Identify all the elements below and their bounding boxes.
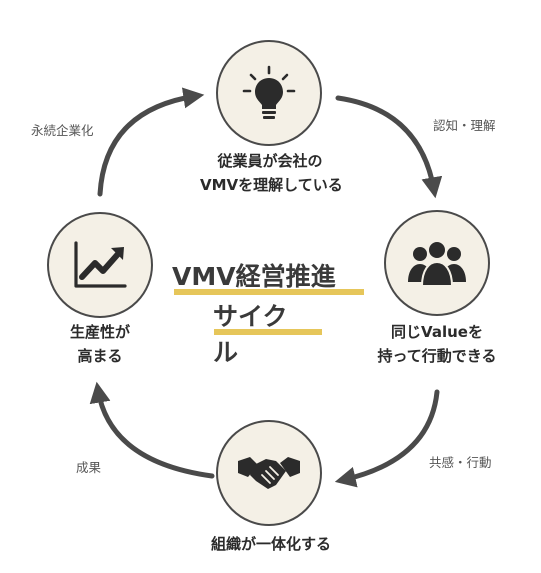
node-top-label-line-2: VMVを理解している: [200, 176, 343, 194]
node-left: [47, 212, 153, 318]
center-title-line-2: サイク: [213, 302, 288, 331]
center-title-line-3: ル: [213, 338, 239, 367]
lightbulb-icon: [242, 65, 296, 119]
node-bottom-label: 組織が一体化する: [186, 532, 356, 556]
center-title-line-1: VMV経営推進: [172, 262, 336, 291]
node-top-label-line-1: 従業員が会社の: [217, 152, 323, 170]
edge-label-right-bottom: 共感・行動: [429, 455, 492, 470]
node-right: [384, 210, 490, 316]
node-right-label: 同じValueを 持って行動できる: [355, 320, 519, 368]
handshake-icon: [238, 457, 300, 489]
node-top-label: 従業員が会社の VMVを理解している: [200, 149, 343, 197]
trend-chart-icon: [74, 241, 127, 288]
arrow-top-to-right: [335, 95, 443, 199]
node-bottom-label-line-1: 組織が一体化する: [210, 535, 331, 553]
node-left-label-line-1: 生産性が: [69, 323, 130, 341]
arrow-left-to-top: [97, 87, 205, 197]
arrow-bottom-to-left: [89, 381, 215, 479]
edge-label-top-right: 認知・理解: [433, 118, 496, 133]
node-left-label: 生産性が 高まる: [40, 320, 160, 368]
node-top: [216, 40, 322, 146]
node-bottom: [216, 420, 322, 526]
edge-label-left-top: 永続企業化: [31, 123, 94, 138]
node-right-label-line-1: 同じValueを: [391, 323, 483, 341]
people-group-icon: [408, 240, 466, 287]
node-right-label-line-2: 持って行動できる: [377, 347, 497, 365]
center-title-highlight-1: [174, 289, 364, 295]
node-left-label-line-2: 高まる: [77, 347, 123, 365]
center-title-highlight-2: [214, 329, 322, 335]
edge-label-bottom-left: 成果: [76, 460, 102, 475]
arrow-right-to-bottom: [334, 389, 440, 488]
